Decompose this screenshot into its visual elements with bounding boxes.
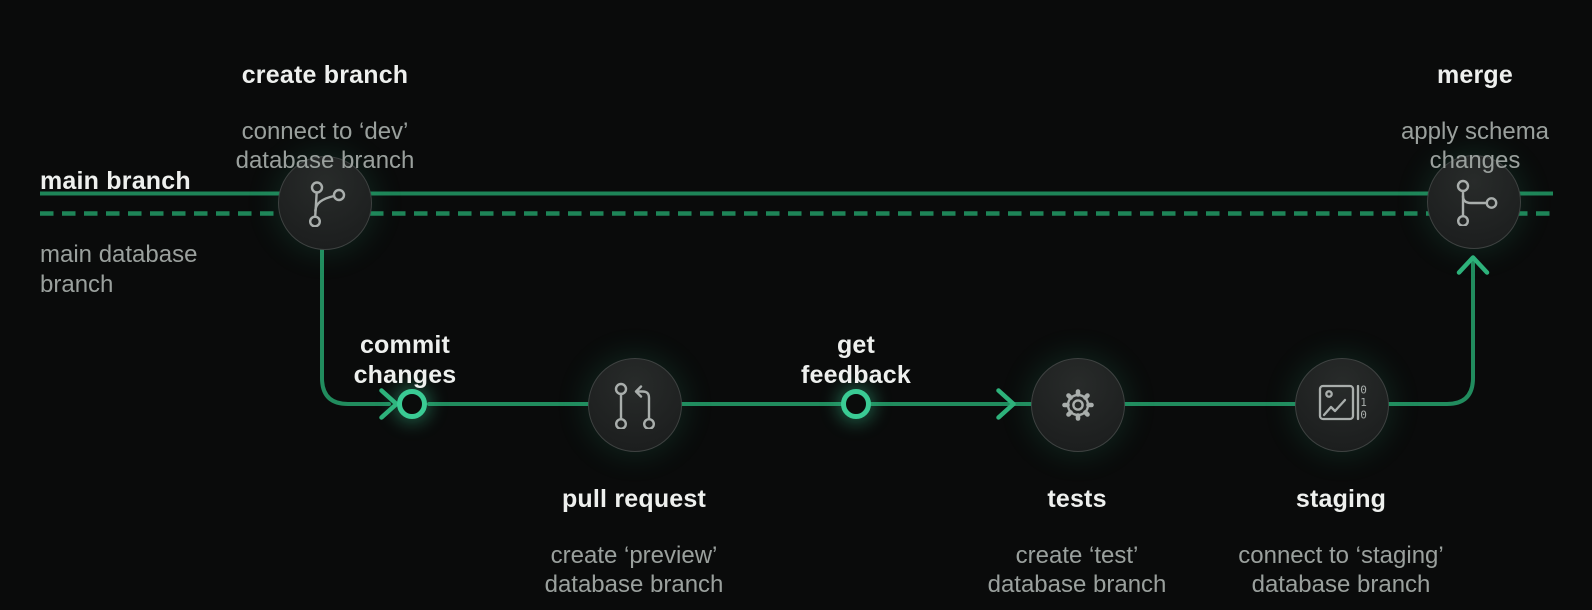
staging-digit-0: 0: [1360, 384, 1367, 397]
staging-digit-2: 0: [1360, 409, 1367, 422]
merge-subtitle: apply schema changes: [1400, 118, 1550, 174]
gear-icon: [1062, 389, 1094, 421]
feature-branch-route-path: [427, 259, 1475, 406]
label-pull-request: pull request create ‘preview’ database b…: [474, 466, 794, 610]
feedback-ring-icon: [841, 389, 871, 419]
merge-title: merge: [1436, 61, 1514, 89]
node-create-branch: [278, 156, 372, 250]
label-main-branch: main branch: [40, 148, 300, 214]
label-create-branch: create branch connect to ‘dev’ database …: [165, 42, 485, 193]
git-pull-request-icon: [614, 382, 655, 429]
commit-changes-title: commit changes: [353, 331, 457, 389]
arrow-right-tests-icon: [996, 388, 1016, 420]
get-feedback-title: get feedback: [801, 331, 911, 389]
label-commit-changes: commit changes: [245, 312, 565, 408]
tests-subtitle: create ‘test’ database branch: [987, 542, 1167, 598]
git-merge-icon: [1456, 179, 1498, 226]
label-get-feedback: get feedback: [696, 312, 1016, 408]
main-branch-title: main branch: [40, 167, 191, 195]
staging-title: staging: [1295, 485, 1387, 513]
node-pull-request: [588, 358, 682, 452]
pull-request-subtitle: create ‘preview’ database branch: [544, 542, 724, 598]
node-merge: [1427, 155, 1521, 249]
arrow-up-merge-icon: [1456, 255, 1490, 275]
label-merge: merge apply schema changes: [1315, 42, 1592, 193]
arrow-right-commit-icon: [379, 388, 399, 420]
label-tests: tests create ‘test’ database branch: [917, 466, 1237, 610]
label-staging: staging connect to ‘staging’ database br…: [1181, 466, 1501, 610]
node-tests: [1031, 358, 1125, 452]
git-branch-icon: [309, 181, 346, 227]
staging-data-icon: 0 1 0: [1318, 384, 1367, 422]
create-branch-subtitle: connect to ‘dev’ database branch: [235, 118, 415, 174]
staging-digit-1: 1: [1360, 396, 1367, 409]
node-staging: 0 1 0: [1295, 358, 1389, 452]
pull-request-title: pull request: [561, 485, 707, 513]
main-database-branch-text: main database branch: [40, 241, 198, 298]
tests-title: tests: [1047, 485, 1107, 513]
staging-subtitle: connect to ‘staging’ database branch: [1238, 542, 1444, 598]
label-main-database-branch: main database branch: [40, 222, 300, 318]
create-branch-title: create branch: [241, 61, 409, 89]
commit-ring-icon: [397, 389, 427, 419]
feature-branch-drop-path: [320, 244, 391, 406]
